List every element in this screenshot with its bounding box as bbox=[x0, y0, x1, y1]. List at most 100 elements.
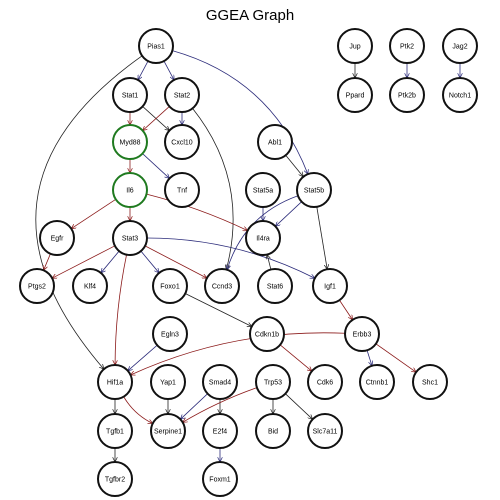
node-circle bbox=[249, 316, 285, 352]
node-circle bbox=[389, 77, 425, 113]
node-circle bbox=[412, 364, 448, 400]
node-cxcl10[interactable]: Cxcl10 bbox=[164, 124, 200, 160]
edge-myd88-to-tnf bbox=[142, 153, 169, 179]
node-shc1[interactable]: Shc1 bbox=[412, 364, 448, 400]
node-smad4[interactable]: Smad4 bbox=[202, 364, 238, 400]
node-foxo1[interactable]: Foxo1 bbox=[152, 268, 188, 304]
node-jup[interactable]: Jup bbox=[337, 28, 373, 64]
node-circle bbox=[112, 124, 148, 160]
node-label: Jag2 bbox=[452, 44, 467, 51]
node-pias1[interactable]: Pias1 bbox=[138, 28, 174, 64]
node-abl1[interactable]: Abl1 bbox=[257, 124, 293, 160]
node-ccnd3[interactable]: Ccnd3 bbox=[204, 268, 240, 304]
node-circle bbox=[307, 364, 343, 400]
node-circle bbox=[164, 172, 200, 208]
node-label: Cdk6 bbox=[317, 380, 333, 387]
node-label: Klf4 bbox=[84, 284, 96, 291]
node-circle bbox=[257, 268, 293, 304]
node-label: Il4ra bbox=[256, 236, 270, 243]
node-circle bbox=[202, 461, 238, 497]
node-ptk2[interactable]: Ptk2 bbox=[389, 28, 425, 64]
edge-stat2-to-ccnd3 bbox=[192, 108, 234, 269]
node-hif1a[interactable]: Hif1a bbox=[97, 364, 133, 400]
node-cdk6[interactable]: Cdk6 bbox=[307, 364, 343, 400]
node-jag2[interactable]: Jag2 bbox=[442, 28, 478, 64]
node-label: Stat5a bbox=[253, 188, 273, 195]
node-yap1[interactable]: Yap1 bbox=[150, 364, 186, 400]
node-tgfbr2[interactable]: Tgfbr2 bbox=[97, 461, 133, 497]
edge-stat3-to-igf1 bbox=[146, 237, 315, 278]
node-foxm1[interactable]: Foxm1 bbox=[202, 461, 238, 497]
node-label: Abl1 bbox=[268, 140, 282, 147]
node-circle bbox=[97, 413, 133, 449]
node-ctnnb1[interactable]: Ctnnb1 bbox=[359, 364, 395, 400]
node-stat1[interactable]: Stat1 bbox=[112, 77, 148, 113]
node-circle bbox=[312, 268, 348, 304]
edge-stat5b-to-igf1 bbox=[316, 206, 327, 269]
edge-il6-to-il4ra bbox=[146, 193, 247, 231]
node-circle bbox=[202, 364, 238, 400]
node-trp53[interactable]: Trp53 bbox=[255, 364, 291, 400]
node-label: Trp53 bbox=[264, 380, 282, 387]
node-egfr[interactable]: Egfr bbox=[39, 220, 75, 256]
node-label: Erbb3 bbox=[353, 332, 372, 339]
node-tgfb1[interactable]: Tgfb1 bbox=[97, 413, 133, 449]
node-egln3[interactable]: Egln3 bbox=[152, 316, 188, 352]
node-slc7a11[interactable]: Slc7a11 bbox=[307, 413, 343, 449]
edge-erbb3-to-hif1a bbox=[130, 332, 346, 375]
node-circle bbox=[245, 220, 281, 256]
node-stat2[interactable]: Stat2 bbox=[164, 77, 200, 113]
node-label: Stat1 bbox=[122, 93, 138, 100]
node-cdkn1b[interactable]: Cdkn1b bbox=[249, 316, 285, 352]
node-label: Hif1a bbox=[107, 380, 123, 387]
edge-stat3-to-ptgs2 bbox=[52, 245, 116, 278]
node-circle bbox=[204, 268, 240, 304]
edge-stat3-to-ccnd3 bbox=[144, 245, 207, 278]
node-stat6[interactable]: Stat6 bbox=[257, 268, 293, 304]
node-label: E2f4 bbox=[213, 429, 228, 436]
node-circle bbox=[97, 461, 133, 497]
node-ptk2b[interactable]: Ptk2b bbox=[389, 77, 425, 113]
edge-cdkn1b-to-cdk6 bbox=[279, 344, 312, 371]
edge-stat2-to-myd88 bbox=[143, 106, 170, 130]
node-label: Slc7a11 bbox=[313, 429, 338, 436]
node-label: Egfr bbox=[51, 236, 65, 243]
node-il6[interactable]: Il6 bbox=[112, 172, 148, 208]
edge-igf1-to-erbb3 bbox=[339, 299, 352, 320]
node-ptgs2[interactable]: Ptgs2 bbox=[19, 268, 55, 304]
edge-stat3-to-foxo1 bbox=[140, 250, 159, 273]
node-klf4[interactable]: Klf4 bbox=[72, 268, 108, 304]
node-label: Tnf bbox=[177, 188, 187, 195]
node-il4ra[interactable]: Il4ra bbox=[245, 220, 281, 256]
node-circle bbox=[337, 28, 373, 64]
node-label: Ptgs2 bbox=[28, 284, 46, 291]
node-igf1[interactable]: Igf1 bbox=[312, 268, 348, 304]
node-circle bbox=[442, 28, 478, 64]
node-label: Smad4 bbox=[209, 380, 231, 387]
node-circle bbox=[255, 364, 291, 400]
node-circle bbox=[202, 413, 238, 449]
edge-hif1a-to-serpine1 bbox=[123, 396, 153, 424]
node-circle bbox=[39, 220, 75, 256]
node-tnf[interactable]: Tnf bbox=[164, 172, 200, 208]
node-circle bbox=[138, 28, 174, 64]
node-ppard[interactable]: Ppard bbox=[337, 77, 373, 113]
node-label: Tgfb1 bbox=[106, 429, 124, 436]
node-erbb3[interactable]: Erbb3 bbox=[344, 316, 380, 352]
edge-pias1-to-stat2 bbox=[163, 60, 174, 80]
node-label: Egln3 bbox=[161, 332, 179, 339]
node-stat3[interactable]: Stat3 bbox=[112, 220, 148, 256]
node-bid[interactable]: Bid bbox=[255, 413, 291, 449]
node-notch1[interactable]: Notch1 bbox=[442, 77, 478, 113]
node-label: Ptk2 bbox=[400, 44, 414, 51]
node-e2f4[interactable]: E2f4 bbox=[202, 413, 238, 449]
edges-layer bbox=[35, 50, 460, 462]
node-circle bbox=[296, 172, 332, 208]
node-myd88[interactable]: Myd88 bbox=[112, 124, 148, 160]
node-stat5a[interactable]: Stat5a bbox=[245, 172, 281, 208]
node-stat5b[interactable]: Stat5b bbox=[296, 172, 332, 208]
node-serpine1[interactable]: Serpine1 bbox=[150, 413, 186, 449]
edge-pias1-to-hif1a bbox=[35, 55, 143, 369]
